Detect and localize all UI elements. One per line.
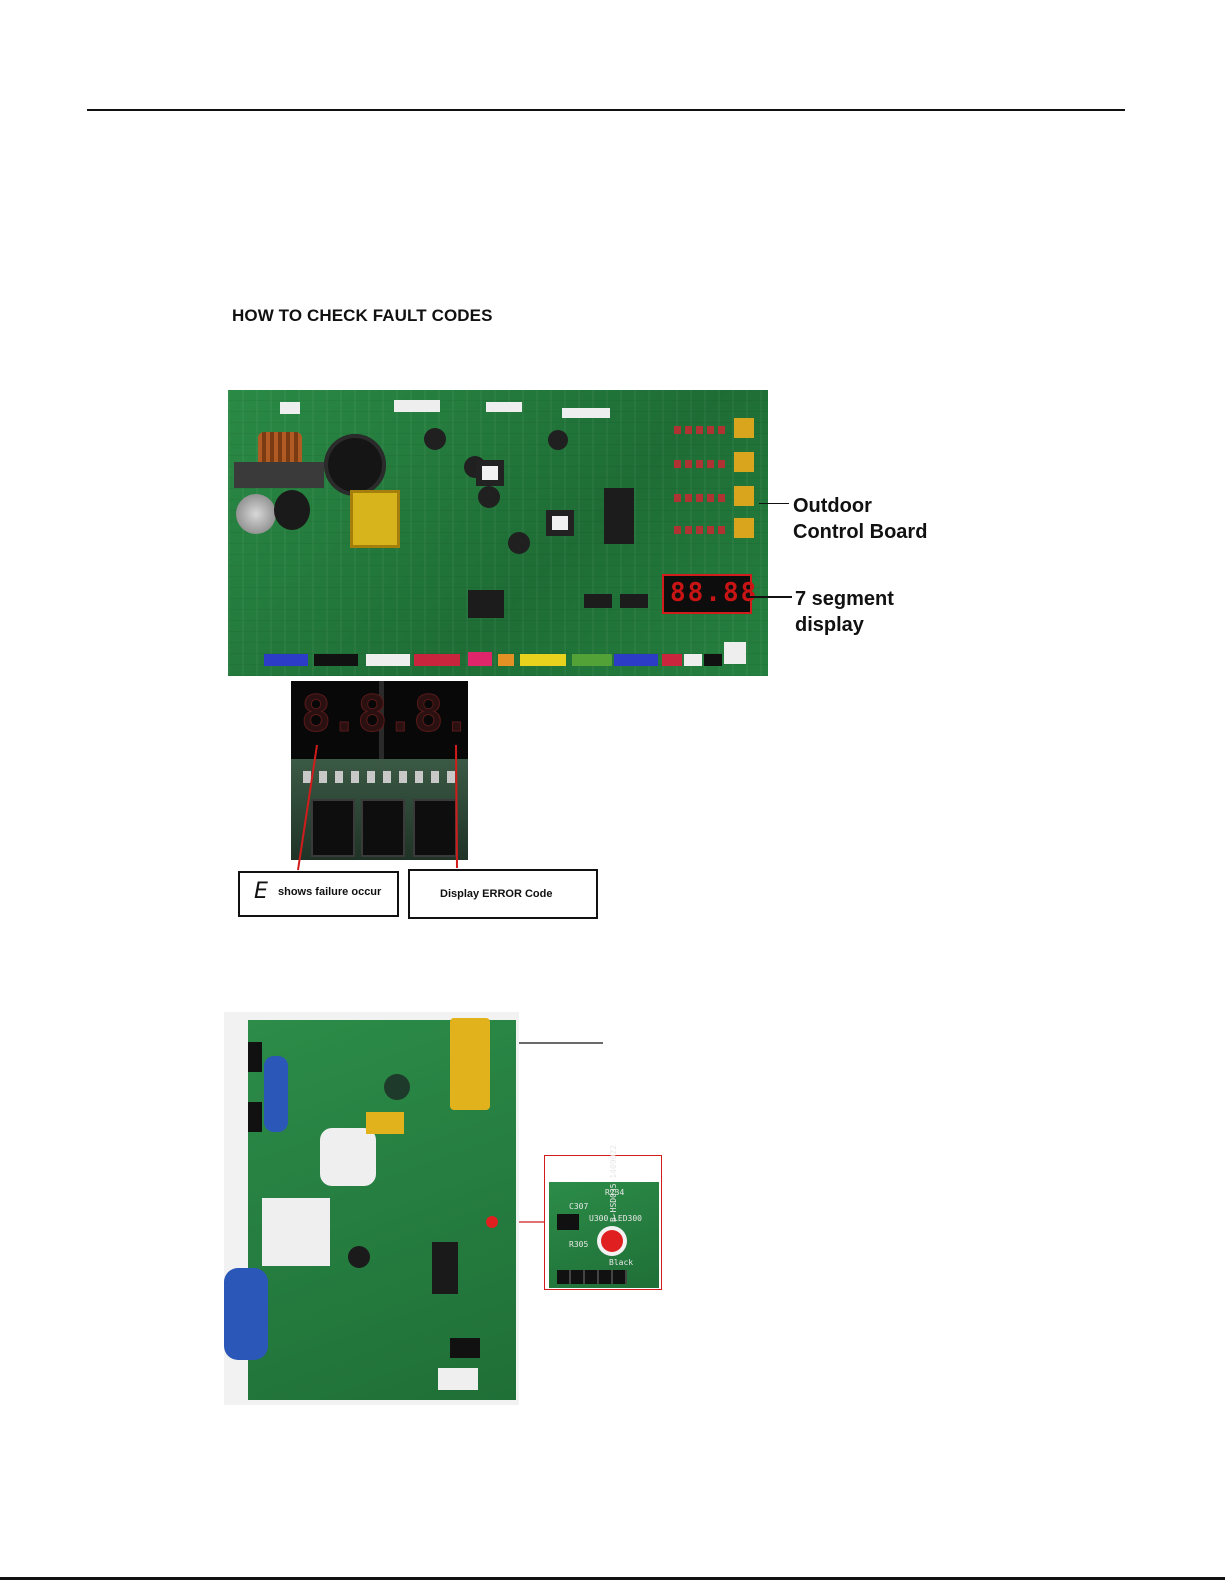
bottom-rule xyxy=(0,1577,1225,1580)
connector-green xyxy=(572,654,612,666)
connector-pink xyxy=(468,652,492,666)
capacitor-large xyxy=(324,434,386,496)
ic-chip xyxy=(432,1242,458,1294)
connector-white xyxy=(486,402,522,412)
connector-black xyxy=(314,654,358,666)
top-rule xyxy=(87,109,1125,111)
ic-chip xyxy=(620,594,648,608)
seven-segment-digits: 88.88 xyxy=(670,578,758,608)
capacitor-silver xyxy=(236,494,276,534)
indoor-control-board-photo xyxy=(224,1012,519,1405)
section-heading: HOW TO CHECK FAULT CODES xyxy=(232,306,493,326)
failure-symbol-e: E xyxy=(254,879,268,904)
error-code-text: Display ERROR Code xyxy=(440,888,552,900)
connector-white xyxy=(366,654,410,666)
relay xyxy=(734,518,754,538)
resistor-row xyxy=(674,460,728,468)
seven-segment-zoom-photo: 8.8.8.8. xyxy=(291,681,468,860)
zoom-display-digits: 8.8.8.8. xyxy=(301,685,468,743)
u300-chip xyxy=(557,1214,579,1230)
button-black xyxy=(361,799,405,857)
connector-pins xyxy=(557,1270,627,1284)
heat-sink xyxy=(248,1042,262,1072)
relay-white xyxy=(262,1198,330,1266)
connector-black xyxy=(704,654,722,666)
label-outdoor: Outdoor xyxy=(793,493,872,519)
seven-segment-display: 88.88 xyxy=(664,576,750,612)
connector-white xyxy=(684,654,702,666)
button-black xyxy=(413,799,457,857)
capacitor-dark xyxy=(348,1246,370,1268)
resistor-row xyxy=(674,494,728,502)
connector-blue xyxy=(614,654,658,666)
connector-red xyxy=(662,654,682,666)
capacitor-small xyxy=(548,430,568,450)
label-control-board: Control Board xyxy=(793,519,927,545)
led-red xyxy=(486,1216,498,1228)
capacitor-dark xyxy=(384,1074,410,1100)
label-seven-segment: 7 segment xyxy=(795,586,894,612)
connector-orange xyxy=(498,654,514,666)
connector-white xyxy=(438,1368,478,1390)
connector-red xyxy=(414,654,460,666)
resistor-row xyxy=(674,426,728,434)
component-row xyxy=(303,771,463,783)
transformer-small xyxy=(546,510,574,536)
capacitor-small xyxy=(478,486,500,508)
capacitor-small xyxy=(508,532,530,554)
capacitor-blue xyxy=(224,1268,268,1360)
capacitor-small xyxy=(424,428,446,450)
capacitor-black xyxy=(274,490,310,530)
ic-chip xyxy=(604,488,634,544)
connector-black xyxy=(450,1338,480,1358)
ic-chip xyxy=(584,594,612,608)
connector-white xyxy=(280,402,300,414)
led-zoom-frame: R234 C307 U300 LED300 R305 Black B-HSD03… xyxy=(544,1155,662,1290)
marking-board-code: B-HSD035-1409022 xyxy=(609,1145,618,1222)
heat-sink xyxy=(248,1102,262,1132)
marking-c307: C307 xyxy=(569,1202,588,1211)
outdoor-control-board-photo: 88.88 xyxy=(228,390,768,676)
transformer-small xyxy=(476,460,504,486)
led300-red xyxy=(601,1230,623,1252)
coil-white xyxy=(320,1128,376,1186)
connector-blue xyxy=(264,654,308,666)
connector-white xyxy=(724,642,746,664)
resistor-row xyxy=(674,526,728,534)
connector-yellow xyxy=(520,654,566,666)
marking-r305: R305 xyxy=(569,1240,588,1249)
transformer xyxy=(350,490,400,548)
relay xyxy=(734,486,754,506)
leader-line-display xyxy=(750,596,792,598)
led-zoom-photo: R234 C307 U300 LED300 R305 Black B-HSD03… xyxy=(549,1182,659,1288)
connector-white xyxy=(394,400,440,412)
relay xyxy=(734,452,754,472)
callout-box-failure: E shows failure occur xyxy=(238,871,399,917)
inductor-block xyxy=(234,462,324,488)
relay-yellow xyxy=(366,1112,404,1134)
microcontroller-chip xyxy=(468,590,504,618)
callout-box-error-code: Display ERROR Code xyxy=(408,869,598,919)
capacitor-blue xyxy=(264,1056,288,1132)
marking-black: Black xyxy=(609,1258,633,1267)
failure-text: shows failure occur xyxy=(278,886,381,898)
relay xyxy=(734,418,754,438)
leader-line-board xyxy=(759,503,789,504)
button-black xyxy=(311,799,355,857)
capacitor-yellow xyxy=(450,1018,490,1110)
label-display: display xyxy=(795,612,864,638)
connector-white xyxy=(562,408,610,418)
